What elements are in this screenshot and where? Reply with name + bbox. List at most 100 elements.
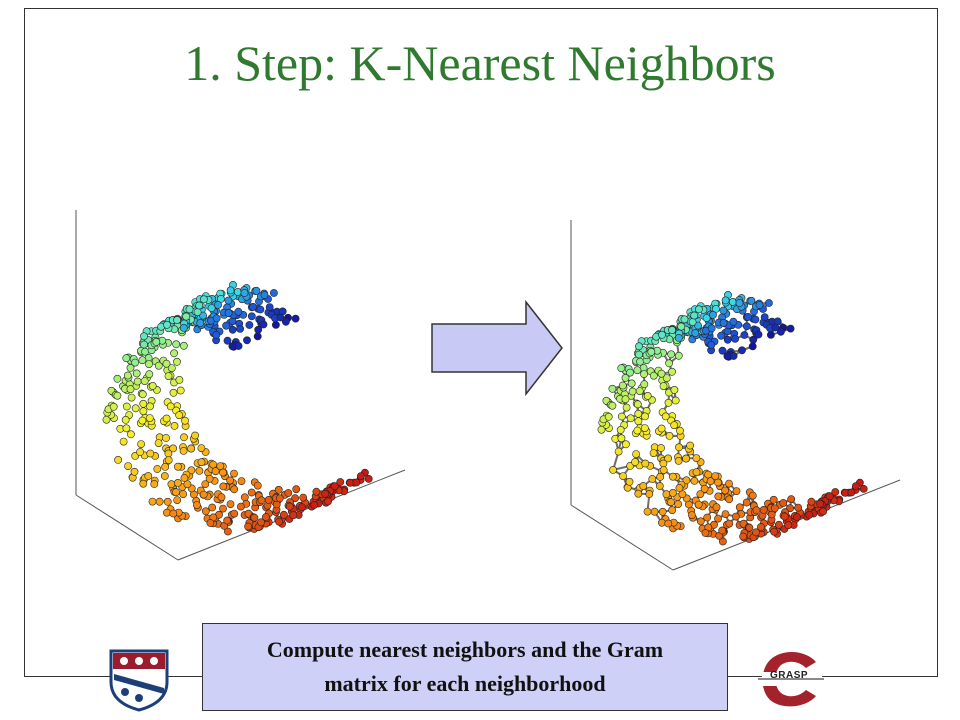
- scatter-point: [174, 462, 182, 471]
- scatter-point: [609, 465, 617, 474]
- scatter-point: [172, 340, 181, 349]
- scatter-point: [674, 500, 683, 508]
- scatter-point: [639, 482, 648, 490]
- scatter-point: [755, 301, 764, 309]
- scatter-point: [212, 330, 221, 339]
- scatter-point: [247, 312, 256, 321]
- scatter-point: [717, 331, 725, 340]
- scatter-point: [608, 384, 617, 393]
- scatter-point: [250, 513, 259, 522]
- scatter-point: [261, 513, 270, 521]
- scatter-point: [641, 459, 650, 468]
- scatter-point: [224, 308, 233, 317]
- scatter-point: [175, 411, 184, 420]
- scatter-point: [179, 341, 188, 350]
- scatter-point: [747, 296, 756, 305]
- scatter-point: [138, 356, 147, 365]
- scatter-point: [749, 335, 758, 344]
- scatter-point: [680, 315, 689, 324]
- scatter-point: [173, 316, 181, 324]
- scatter-point: [670, 385, 679, 394]
- scatter-point: [619, 472, 627, 480]
- scatter-point: [655, 482, 664, 490]
- scatter-point: [622, 403, 631, 412]
- scatter-point: [256, 305, 265, 314]
- scatter-point: [780, 512, 789, 521]
- scatter-point: [243, 336, 251, 345]
- scatter-point: [662, 374, 671, 382]
- scatter-point: [260, 291, 269, 299]
- scatter-point: [122, 424, 131, 433]
- scatter-point: [614, 447, 623, 456]
- scatter-point: [236, 324, 244, 333]
- scatter-point: [275, 517, 283, 526]
- scatter-point: [643, 391, 652, 400]
- scatter-point: [794, 503, 803, 512]
- scatter-point: [739, 532, 747, 541]
- scatter-point: [665, 359, 673, 368]
- scatter-point: [694, 321, 702, 330]
- scatter-point: [169, 444, 177, 453]
- scatter-point: [140, 377, 149, 385]
- scatter-point: [170, 421, 179, 430]
- scatter-point: [148, 381, 157, 390]
- scatter-point: [173, 357, 181, 366]
- scatter-point: [199, 490, 208, 499]
- scatter-point: [163, 320, 171, 329]
- scatter-point: [766, 330, 775, 339]
- scatter-point: [139, 407, 148, 416]
- scatter-point: [711, 472, 720, 480]
- scatter-point: [154, 439, 163, 447]
- right-arrow-icon: [431, 300, 563, 396]
- scatter-point: [265, 303, 274, 311]
- scatter-point: [628, 387, 637, 396]
- scatter-point: [146, 449, 155, 458]
- scatter-point: [275, 494, 284, 503]
- scatter-point: [760, 313, 769, 321]
- scatter-point: [197, 444, 206, 452]
- scatter-point: [230, 509, 239, 518]
- scatter-point: [608, 401, 617, 410]
- scatter-point: [718, 537, 727, 546]
- scatter-point: [784, 521, 793, 530]
- scatter-point: [176, 386, 185, 395]
- scatter-point: [688, 318, 697, 326]
- scatter-point: [721, 296, 730, 305]
- scatter-point: [707, 340, 716, 349]
- scatter-point: [245, 321, 254, 329]
- scatter-point: [634, 489, 643, 498]
- scatter-point: [145, 370, 154, 379]
- scatter-point: [700, 484, 709, 493]
- scatter-point: [153, 465, 162, 473]
- scatter-point: [187, 466, 196, 475]
- scatter-point: [228, 325, 237, 334]
- scatter-point: [617, 364, 626, 373]
- scatter-point: [172, 488, 180, 497]
- scatter-point: [167, 480, 176, 489]
- scatter-point: [222, 321, 230, 330]
- scatter-point: [650, 507, 659, 516]
- scatter-point: [847, 488, 856, 497]
- scatter-point: [787, 495, 796, 504]
- scatter-point: [668, 367, 676, 376]
- scatter-point: [682, 454, 691, 463]
- scatter-point: [324, 497, 332, 506]
- scatter-point: [298, 503, 306, 512]
- scatter-point: [664, 398, 673, 407]
- scatter-point: [659, 382, 668, 390]
- scatter-point: [162, 414, 171, 423]
- scatter-point: [634, 417, 643, 426]
- scatter-point: [825, 492, 834, 501]
- scatter-point: [123, 371, 132, 380]
- scatter-point: [659, 459, 668, 468]
- scatter-point: [356, 472, 365, 480]
- scatter-point: [281, 317, 290, 326]
- scatter-point: [289, 511, 298, 520]
- scatter-point: [183, 480, 192, 489]
- scatter-point: [276, 313, 285, 322]
- caption-line-1: Compute nearest neighbors and the Gram: [266, 637, 664, 662]
- scatter-point: [676, 426, 684, 435]
- scatter-point: [667, 498, 675, 507]
- scatter-point: [166, 402, 175, 411]
- scatter-point: [244, 522, 252, 531]
